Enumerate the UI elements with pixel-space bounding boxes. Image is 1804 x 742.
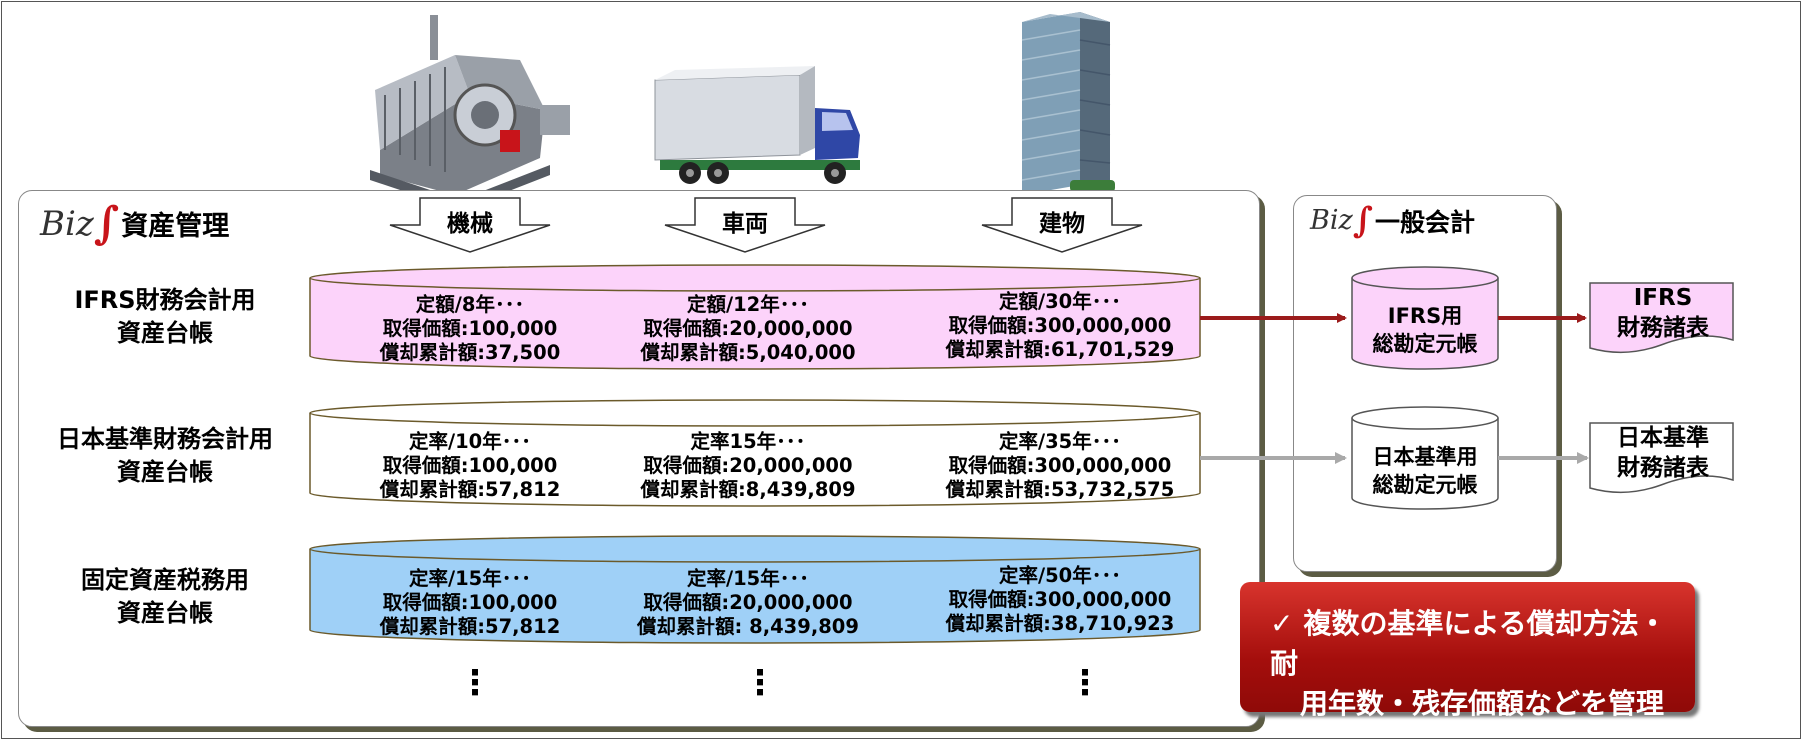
japan-statement-label: 日本基準 財務諸表 xyxy=(1593,423,1733,483)
method-text: 定率15年･･･ xyxy=(690,430,806,453)
asset-management-title: 資産管理 xyxy=(121,211,230,242)
ifrs-statement-document xyxy=(1589,282,1734,354)
brand-biz: Biz xyxy=(40,203,94,244)
ledger-cell: 定額/8年･･･ 取得価額:100,000 償却累計額:37,500 xyxy=(340,293,600,365)
acquisition-value: 取得価額:100,000 xyxy=(382,317,558,340)
accumulated-depreciation: 償却累計額:61,701,529 xyxy=(945,338,1175,361)
ledger-cell: 定率15年･･･ 取得価額:20,000,000 償却累計額:8,439,809 xyxy=(618,430,878,502)
continuation-dots: ⋮ xyxy=(458,663,492,703)
brand-f-logo: ∫ xyxy=(93,198,120,249)
accumulated-depreciation: 償却累計額:38,710,923 xyxy=(945,612,1175,635)
ledger-label-ifrs: IFRS財務会計用 資産台帳 xyxy=(25,284,305,350)
truck-icon xyxy=(654,66,860,184)
japan-general-ledger-label: 日本基準用 総勘定元帳 xyxy=(1350,443,1500,499)
statement-line1: IFRS xyxy=(1633,285,1693,311)
building-icon xyxy=(1021,12,1115,195)
japan-general-ledger-cylinder xyxy=(1351,406,1499,510)
japan-statement-document xyxy=(1589,422,1734,494)
ifrs-general-ledger-cylinder xyxy=(1351,266,1499,370)
ledger-label-line1: 日本基準財務会計用 xyxy=(57,425,273,453)
accumulated-depreciation: 償却累計額:57,812 xyxy=(379,478,561,501)
check-icon: ✓ xyxy=(1270,607,1294,640)
asset-label-vehicle: 車両 xyxy=(722,211,768,237)
accumulated-depreciation: 償却累計額:5,040,000 xyxy=(640,341,856,364)
general-ledger-line2: 総勘定元帳 xyxy=(1372,332,1478,356)
ledger-cell: 定率/15年･･･ 取得価額:20,000,000 償却累計額: 8,439,8… xyxy=(618,567,878,639)
accumulated-depreciation: 償却累計額:53,732,575 xyxy=(945,478,1175,501)
continuation-dots: ⋮ xyxy=(1068,663,1102,703)
ledger-cell: 定率/10年･･･ 取得価額:100,000 償却累計額:57,812 xyxy=(340,430,600,502)
statement-line2: 財務諸表 xyxy=(1617,315,1709,341)
general-accounting-brand: Biz ∫ 一般会計 xyxy=(1310,200,1475,241)
ledger-cell: 定率/50年･･･ 取得価額:300,000,000 償却累計額:38,710,… xyxy=(930,564,1190,636)
method-text: 定率/15年･･･ xyxy=(686,567,809,590)
japan-ledger-cylinder xyxy=(309,399,1201,507)
acquisition-value: 取得価額:20,000,000 xyxy=(643,317,853,340)
method-text: 定額/12年･･･ xyxy=(686,293,809,316)
ledger-label-japan: 日本基準財務会計用 資産台帳 xyxy=(25,423,305,489)
ledger-label-line1: IFRS財務会計用 xyxy=(74,286,256,314)
brand-biz: Biz xyxy=(1310,205,1353,236)
ledger-label-tax: 固定資産税務用 資産台帳 xyxy=(25,564,305,630)
general-ledger-line1: 日本基準用 xyxy=(1372,445,1478,469)
method-text: 定率/35年･･･ xyxy=(998,430,1121,453)
down-arrow-machine xyxy=(389,197,551,253)
accumulated-depreciation: 償却累計額:8,439,809 xyxy=(640,478,856,501)
method-text: 定額/8年･･･ xyxy=(415,293,525,316)
asset-label-machine: 機械 xyxy=(447,211,493,237)
ledger-label-line2: 資産台帳 xyxy=(117,458,213,486)
asset-management-brand: Biz ∫ 資産管理 xyxy=(40,198,229,249)
ledger-cell: 定額/12年･･･ 取得価額:20,000,000 償却累計額:5,040,00… xyxy=(618,293,878,365)
brand-f-logo: ∫ xyxy=(1352,200,1373,241)
general-accounting-title: 一般会計 xyxy=(1374,207,1475,237)
acquisition-value: 取得価額:100,000 xyxy=(382,454,558,477)
ledger-label-line1: 固定資産税務用 xyxy=(81,566,249,594)
continuation-dots: ⋮ xyxy=(743,663,777,703)
general-ledger-line1: IFRS用 xyxy=(1387,304,1463,328)
acquisition-value: 取得価額:300,000,000 xyxy=(948,588,1172,611)
ifrs-general-ledger-label: IFRS用 総勘定元帳 xyxy=(1350,302,1500,358)
statement-line1: 日本基準 xyxy=(1617,425,1709,451)
asset-label-building: 建物 xyxy=(1039,211,1085,237)
ifrs-statement-label: IFRS 財務諸表 xyxy=(1593,283,1733,343)
acquisition-value: 取得価額:300,000,000 xyxy=(948,314,1172,337)
accumulated-depreciation: 償却累計額:57,812 xyxy=(379,615,561,638)
general-ledger-line2: 総勘定元帳 xyxy=(1372,473,1478,497)
acquisition-value: 取得価額:100,000 xyxy=(382,591,558,614)
accumulated-depreciation: 償却累計額: 8,439,809 xyxy=(637,615,859,638)
statement-line2: 財務諸表 xyxy=(1617,455,1709,481)
acquisition-value: 取得価額:300,000,000 xyxy=(948,454,1172,477)
callout-line1: 複数の基準による償却方法・耐 xyxy=(1270,607,1667,680)
callout-line2: 用年数・残存価額などを管理 xyxy=(1300,687,1665,720)
ledger-label-line2: 資産台帳 xyxy=(117,599,213,627)
accumulated-depreciation: 償却累計額:37,500 xyxy=(379,341,561,364)
tax-ledger-cylinder xyxy=(309,535,1201,644)
ifrs-ledger-cylinder xyxy=(309,264,1201,370)
method-text: 定率/10年･･･ xyxy=(408,430,531,453)
down-arrow-building xyxy=(981,197,1143,253)
method-text: 定率/50年･･･ xyxy=(998,564,1121,587)
feature-callout: ✓複数の基準による償却方法・耐 用年数・残存価額などを管理 xyxy=(1240,582,1695,720)
ledger-cell: 定額/30年･･･ 取得価額:300,000,000 償却累計額:61,701,… xyxy=(930,290,1190,362)
method-text: 定額/30年･･･ xyxy=(998,290,1121,313)
ledger-cell: 定率/15年･･･ 取得価額:100,000 償却累計額:57,812 xyxy=(340,567,600,639)
method-text: 定率/15年･･･ xyxy=(408,567,531,590)
machine-icon xyxy=(370,15,570,210)
ledger-label-line2: 資産台帳 xyxy=(117,319,213,347)
ledger-cell: 定率/35年･･･ 取得価額:300,000,000 償却累計額:53,732,… xyxy=(930,430,1190,502)
acquisition-value: 取得価額:20,000,000 xyxy=(643,591,853,614)
down-arrow-vehicle xyxy=(664,197,826,253)
acquisition-value: 取得価額:20,000,000 xyxy=(643,454,853,477)
